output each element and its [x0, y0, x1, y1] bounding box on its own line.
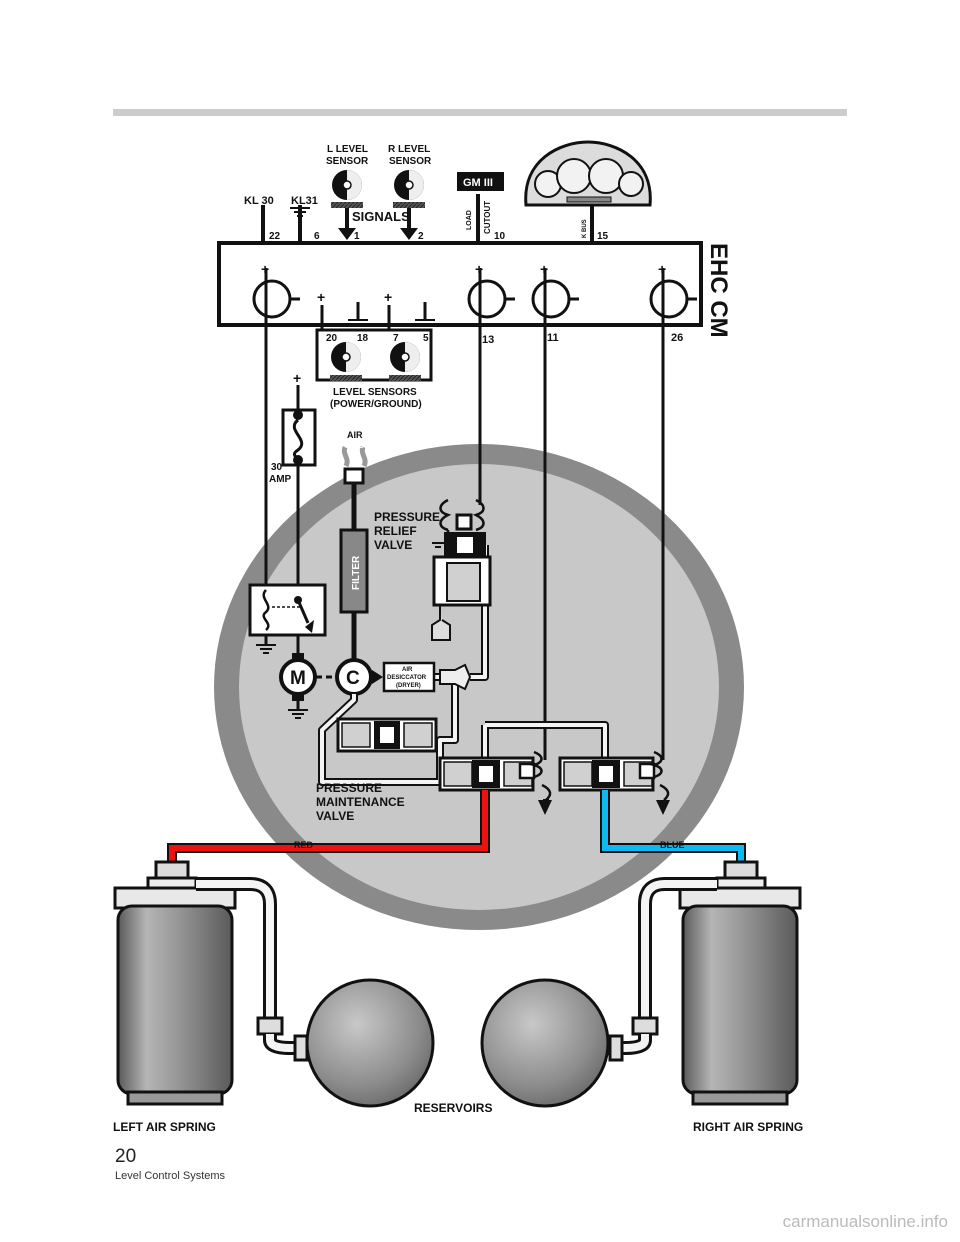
label-load: LOAD — [466, 210, 473, 230]
plus-2: + — [317, 289, 325, 305]
pin-22: 22 — [269, 231, 281, 242]
page-footer-title: Level Control Systems — [115, 1170, 226, 1182]
ehc-cm-module — [217, 241, 703, 327]
right-spring-valve — [558, 750, 670, 801]
pin-2: 2 — [418, 231, 424, 242]
top-rule — [113, 109, 847, 116]
label-pmv-2: MAINTENANCE — [316, 795, 405, 809]
plus-4: + — [475, 261, 483, 277]
label-r-level: R LEVEL — [388, 144, 430, 155]
l-level-sensor-icon — [331, 170, 363, 208]
label-ehc-cm: EHC CM — [705, 243, 732, 338]
left-air-spring — [113, 860, 237, 1106]
label-motor: M — [290, 668, 306, 689]
pin-6: 6 — [314, 231, 320, 242]
label-signals: SIGNALS — [352, 209, 410, 224]
label-level-sensors: LEVEL SENSORS — [333, 387, 417, 398]
label-kl31: KL31 — [291, 195, 318, 207]
label-fuse-30: 30 — [271, 462, 283, 473]
label-left-air-spring: LEFT AIR SPRING — [113, 1120, 216, 1134]
label-l-sensor: SENSOR — [326, 156, 369, 167]
plus-7: + — [293, 370, 301, 386]
pin-1: 1 — [354, 231, 360, 242]
pin-5: 5 — [423, 333, 429, 344]
pin-20: 20 — [326, 333, 338, 344]
label-prv-2: RELIEF — [374, 524, 417, 538]
label-prv-3: VALVE — [374, 538, 412, 552]
pressure-relief-valve — [431, 498, 492, 641]
pin-18: 18 — [357, 333, 369, 344]
pin-13: 13 — [482, 334, 494, 346]
pin-15: 15 — [597, 231, 609, 242]
label-r-sensor: SENSOR — [389, 156, 432, 167]
label-inlet: INLET — [345, 441, 368, 450]
air-desiccator — [382, 661, 436, 693]
pin-11: 11 — [547, 332, 559, 344]
instrument-cluster-icon — [524, 140, 652, 207]
transistors — [252, 268, 697, 325]
pin-7: 7 — [393, 333, 399, 344]
left-reservoir — [305, 978, 435, 1108]
label-air: AIR — [347, 430, 363, 440]
label-prv-1: PRESSURE — [374, 510, 440, 524]
label-fuse-amp: AMP — [269, 474, 292, 485]
label-right-air-spring: RIGHT AIR SPRING — [693, 1120, 803, 1134]
page-number: 20 — [115, 1146, 137, 1167]
label-l-level: L LEVEL — [327, 144, 368, 155]
label-desiccator-2: DESICCATOR — [387, 675, 427, 681]
r-level-sensor-icon — [393, 170, 425, 208]
label-kl30: KL 30 — [244, 195, 274, 207]
pin-26: 26 — [671, 332, 683, 344]
pressure-maintenance-valve — [336, 717, 438, 753]
label-cutout: CUTOUT — [483, 201, 492, 234]
filter — [339, 528, 369, 614]
label-compressor: C — [346, 668, 360, 689]
label-desiccator-1: AIR — [402, 667, 413, 673]
plus-1: + — [261, 261, 269, 277]
watermark: carmanualsonline.info — [782, 1212, 948, 1231]
label-blue: BLUE — [660, 840, 685, 850]
label-pmv-3: VALVE — [316, 809, 354, 823]
label-reservoirs: RESERVOIRS — [414, 1101, 492, 1115]
relay — [248, 583, 327, 637]
label-red: RED — [294, 840, 314, 850]
right-air-spring — [678, 860, 802, 1106]
plus-5: + — [540, 261, 548, 277]
label-pmv-1: PRESSURE — [316, 781, 382, 795]
plus-3: + — [384, 289, 392, 305]
right-reservoir — [480, 978, 610, 1108]
gm-iii-box — [457, 172, 504, 191]
left-spring-valve — [438, 750, 552, 801]
pin-10: 10 — [494, 231, 506, 242]
label-filter: FILTER — [351, 555, 362, 590]
plus-6: + — [658, 261, 666, 277]
label-power-ground: (POWER/GROUND) — [330, 399, 422, 410]
label-gm-iii: GM III — [463, 177, 493, 189]
label-kbus: K BUS — [582, 219, 588, 238]
label-desiccator-3: (DRYER) — [396, 683, 421, 689]
